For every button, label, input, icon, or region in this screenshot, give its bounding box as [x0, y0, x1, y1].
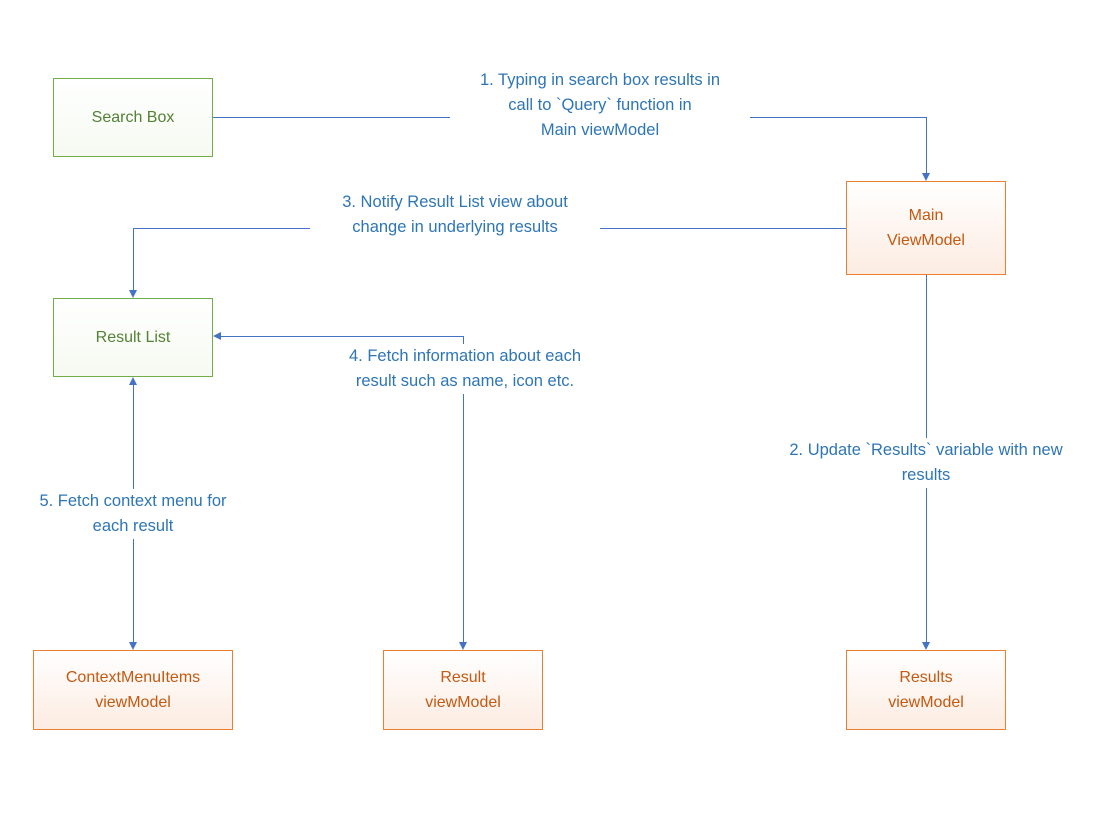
arrowhead-into-result-viewmodel	[459, 642, 467, 650]
result-viewmodel-node: Result viewModel	[383, 650, 543, 730]
arrowhead-into-result-list-right	[213, 332, 221, 340]
annotation-step2: 2. Update `Results` variable with new re…	[765, 438, 1087, 488]
main-viewmodel-node: Main ViewModel	[846, 181, 1006, 275]
results-viewmodel-node: Results viewModel	[846, 650, 1006, 730]
connector-step4-horizontal	[221, 336, 463, 337]
arrowhead-into-results-viewmodel	[922, 642, 930, 650]
connector-step1-vertical	[926, 117, 927, 174]
search-box-node: Search Box	[53, 78, 213, 157]
contextmenuitems-viewmodel-node: ContextMenuItems viewModel	[33, 650, 233, 730]
arrowhead-into-result-list-top	[129, 290, 137, 298]
connector-step4-vertical	[463, 336, 464, 642]
annotation-step1: 1. Typing in search box results in call …	[450, 68, 750, 143]
arrowhead-into-result-list-bottom	[129, 377, 137, 385]
arrowhead-into-contextmenuitems-viewmodel	[129, 642, 137, 650]
arrowhead-into-main-viewmodel	[922, 173, 930, 181]
annotation-step4: 4. Fetch information about each result s…	[318, 344, 612, 394]
connector-step3-vertical	[133, 228, 134, 290]
result-list-node: Result List	[53, 298, 213, 377]
annotation-step3: 3. Notify Result List view about change …	[310, 190, 600, 240]
annotation-step5: 5. Fetch context menu for each result	[23, 489, 243, 539]
